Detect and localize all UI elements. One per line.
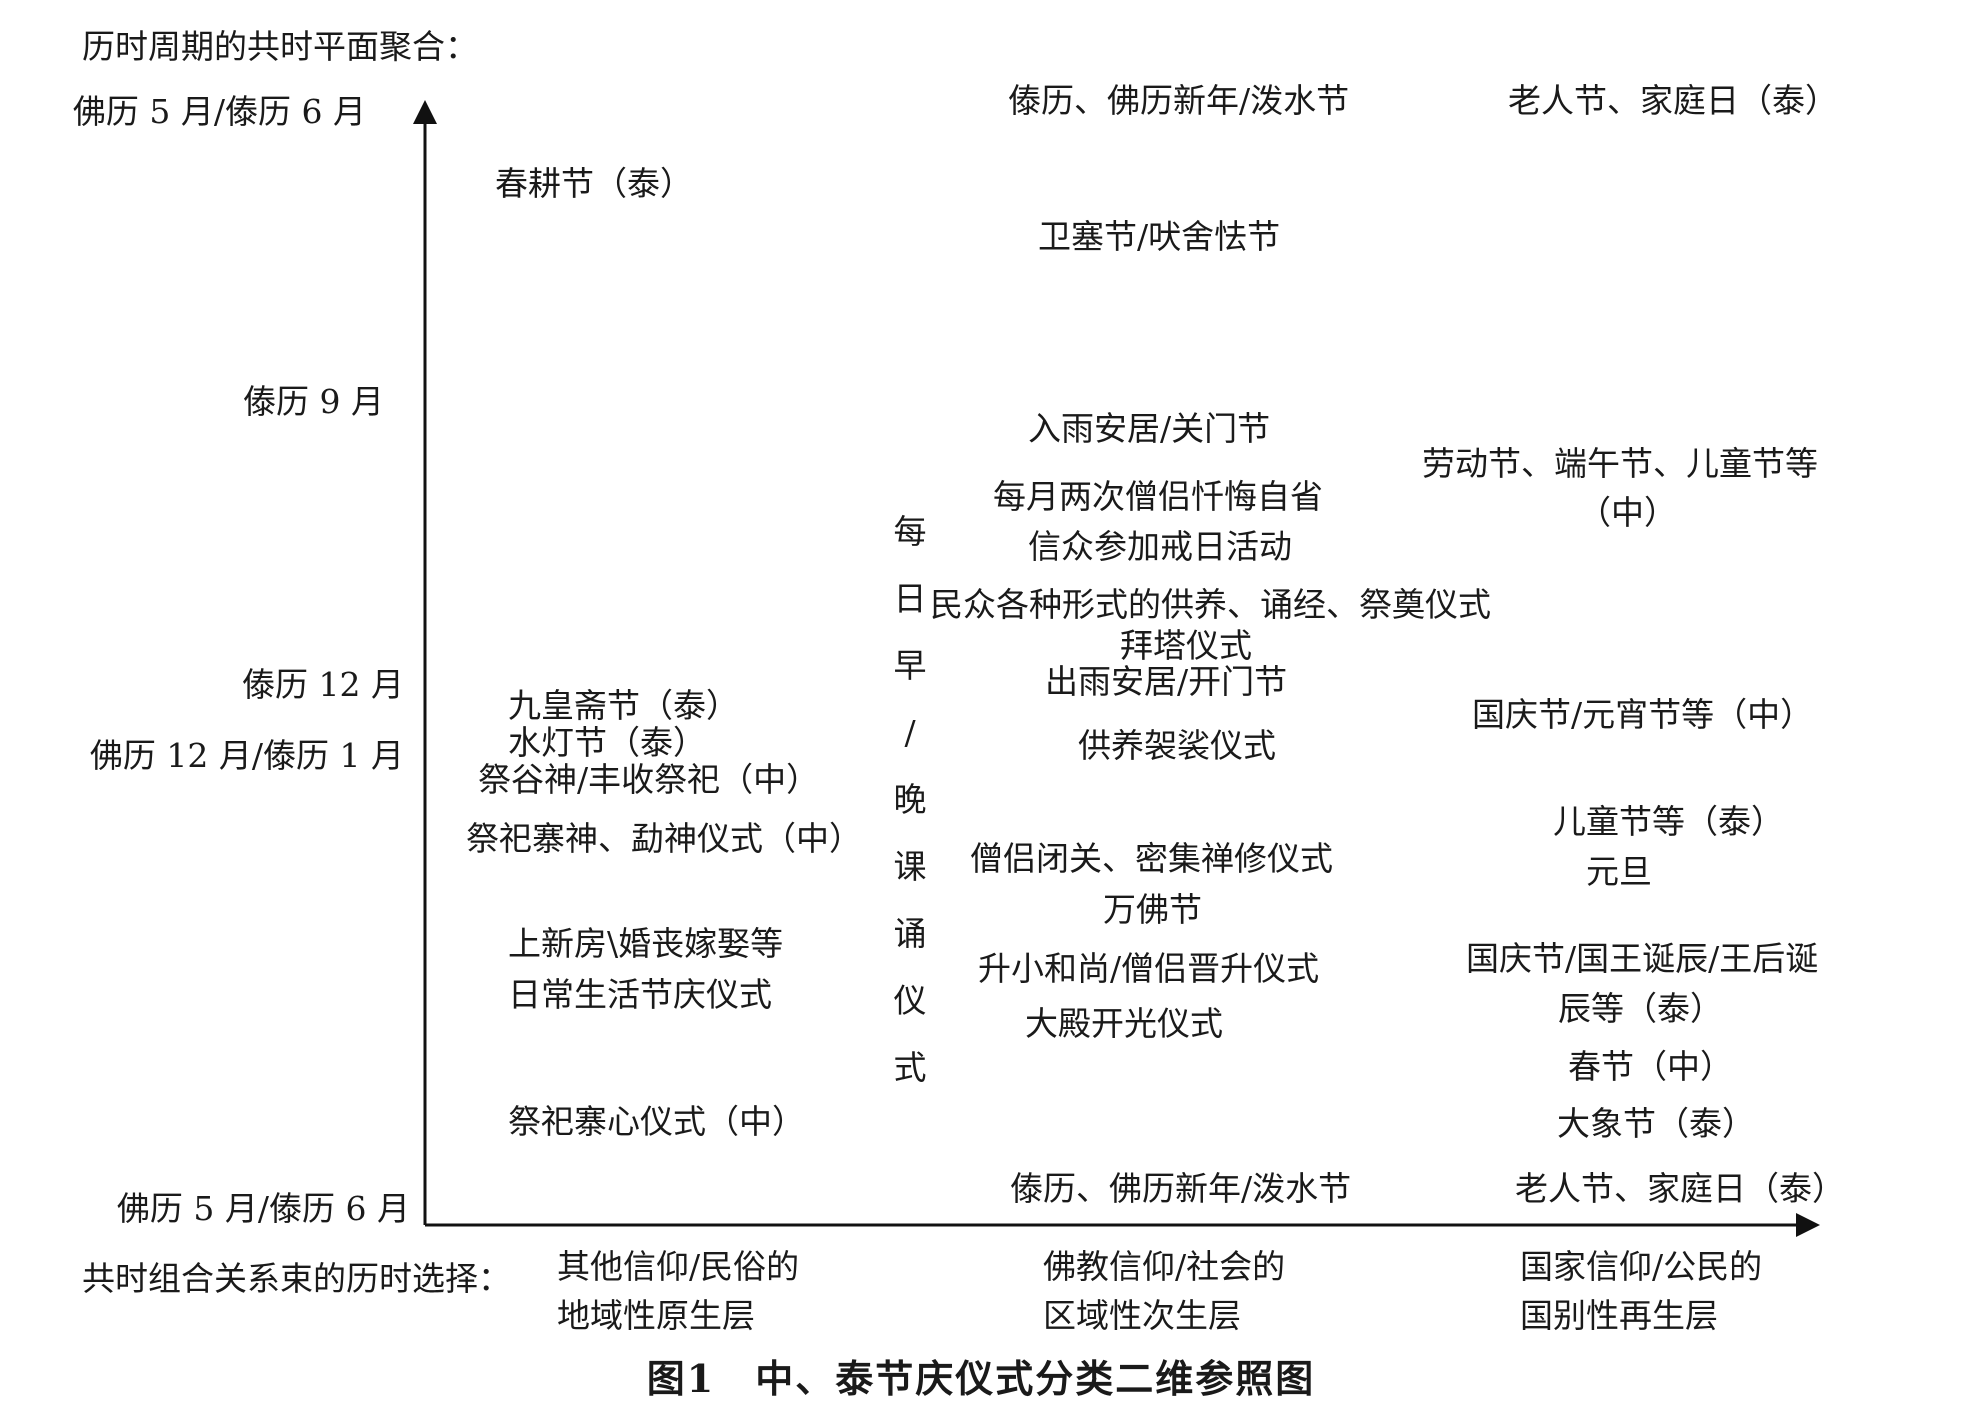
x-category-line2: 区域性次生层 <box>1043 1296 1241 1335</box>
festival-label: 元旦 <box>1586 852 1652 891</box>
festival-label: 国庆节/国王诞辰/王后诞 <box>1466 939 1819 978</box>
festival-label: 信众参加戒日活动 <box>1028 527 1292 566</box>
festival-label: 卫塞节/吠舍怯节 <box>1038 217 1281 256</box>
vertical-char: 早 <box>893 646 927 685</box>
x-axis-title: 共时组合关系束的历时选择： <box>82 1259 511 1298</box>
vertical-char: / <box>904 713 916 752</box>
festival-label: 九皇斋节（泰） <box>508 686 739 725</box>
festival-label: 国庆节/元宵节等（中） <box>1472 695 1814 734</box>
vertical-char: 每 <box>893 512 927 551</box>
festival-label: 祭祀寨心仪式（中） <box>508 1102 805 1141</box>
y-label: 傣历 9 月 <box>243 382 384 421</box>
festival-label: 傣历、佛历新年/泼水节 <box>1010 1169 1352 1208</box>
festival-label: 拜塔仪式 <box>1120 626 1252 665</box>
festival-label: 民众各种形式的供养、诵经、祭奠仪式 <box>930 585 1491 624</box>
y-label: 佛历 12 月/傣历 1 月 <box>89 736 404 775</box>
vertical-char: 晚 <box>893 780 927 819</box>
x-category-line2: 国别性再生层 <box>1520 1296 1718 1335</box>
festival-label: 万佛节 <box>1103 890 1202 929</box>
y-label: 佛历 5 月/傣历 6 月 <box>72 92 366 131</box>
figure-caption: 图1 中、泰节庆仪式分类二维参照图 <box>646 1356 1316 1401</box>
x-axis-arrow <box>1796 1213 1820 1237</box>
festival-label: 日常生活节庆仪式 <box>508 975 772 1014</box>
festival-label: 每月两次僧侣忏悔自省 <box>993 477 1323 516</box>
festival-label: 大殿开光仪式 <box>1025 1004 1223 1043</box>
x-category-line1: 其他信仰/民俗的 <box>557 1247 800 1286</box>
festival-label: 供养袈裟仪式 <box>1078 726 1276 765</box>
festival-label: 上新房\婚丧嫁娶等 <box>508 924 784 963</box>
y-label: 傣历 12 月 <box>242 665 404 704</box>
festival-label: 祭祀寨神、勐神仪式（中） <box>466 819 862 858</box>
festival-label: 升小和尚/僧侣晋升仪式 <box>978 949 1320 988</box>
festival-label: 大象节（泰） <box>1557 1104 1755 1143</box>
festival-label: 儿童节等（泰） <box>1553 802 1784 841</box>
festival-label: 僧侣闭关、密集禅修仪式 <box>970 839 1333 878</box>
festival-label: 傣历、佛历新年/泼水节 <box>1008 81 1350 120</box>
festival-label: 老人节、家庭日（泰） <box>1508 81 1838 120</box>
vertical-char: 式 <box>893 1048 927 1087</box>
vertical-char: 日 <box>893 579 927 618</box>
festival-label: 辰等（泰） <box>1558 989 1723 1028</box>
x-category-line1: 佛教信仰/社会的 <box>1043 1247 1286 1286</box>
daily-ritual-vertical-label: 每 日 早 / 晚 课 诵 仪 式 <box>890 498 930 1101</box>
vertical-char: 课 <box>893 847 927 886</box>
festival-label: 水灯节（泰） <box>508 723 706 762</box>
y-axis-title: 历时周期的共时平面聚合： <box>82 27 478 66</box>
vertical-char: 仪 <box>893 981 927 1020</box>
x-category-line2: 地域性原生层 <box>557 1296 755 1335</box>
vertical-char: 诵 <box>893 914 927 953</box>
festival-label: （中） <box>1578 493 1677 532</box>
x-category-line1: 国家信仰/公民的 <box>1520 1247 1763 1286</box>
festival-label: 老人节、家庭日（泰） <box>1515 1169 1845 1208</box>
festival-label: 入雨安居/关门节 <box>1028 409 1271 448</box>
festival-label: 祭谷神/丰收祭祀（中） <box>478 760 820 799</box>
festival-label: 春节（中） <box>1568 1047 1733 1086</box>
festival-label: 劳动节、端午节、儿童节等 <box>1422 444 1818 483</box>
y-label: 佛历 5 月/傣历 6 月 <box>116 1189 410 1228</box>
festival-label: 出雨安居/开门节 <box>1045 662 1288 701</box>
festival-label: 春耕节（泰） <box>495 164 693 203</box>
y-axis-arrow <box>413 100 437 124</box>
